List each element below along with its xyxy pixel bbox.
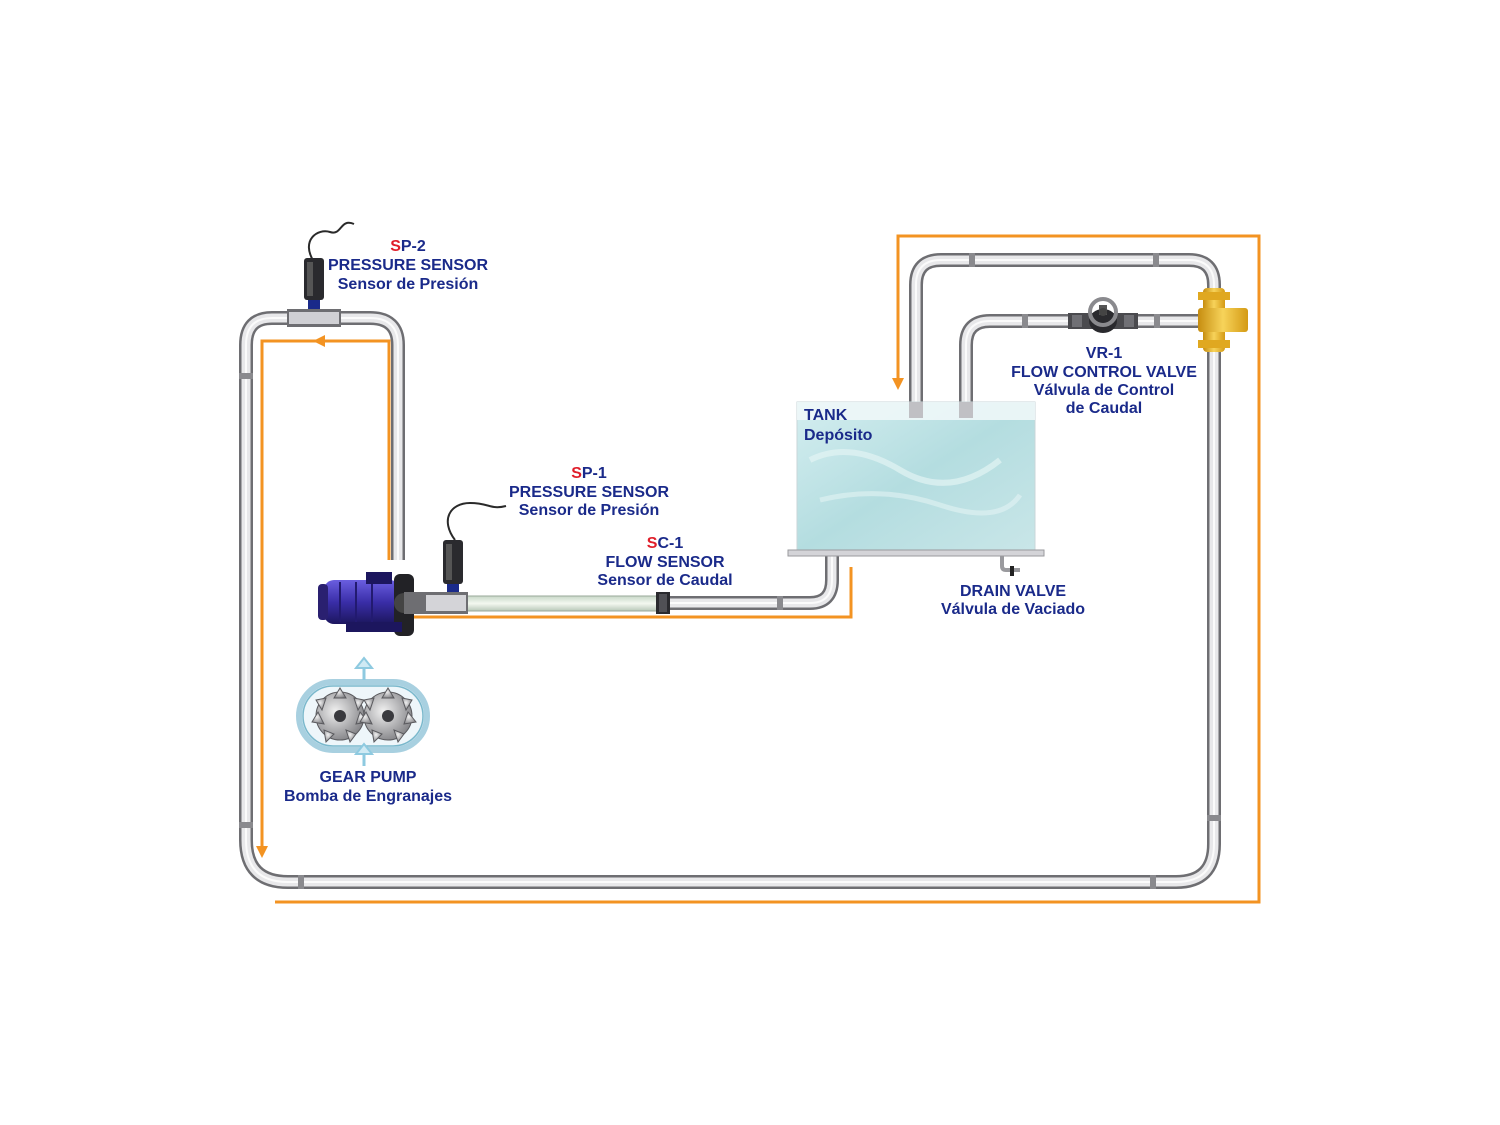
gear-pump-name-es: Bomba de Engranajes [284, 788, 452, 805]
svg-text:SC-1: SC-1 [647, 535, 684, 552]
pump-motor [318, 572, 426, 636]
label-sp1: SP-1 PRESSURE SENSOR Sensor de Presión [509, 465, 669, 519]
vr1-name-es-2: de Caudal [1066, 400, 1142, 417]
pressure-sensor-sp1 [420, 501, 507, 614]
gear-flow-arrows [353, 656, 375, 766]
sc1-prefix: S [647, 535, 658, 552]
label-sc1: SC-1 FLOW SENSOR Sensor de Caudal [597, 535, 732, 589]
label-vr1: VR-1 FLOW CONTROL VALVE Válvula de Contr… [1011, 345, 1197, 417]
sp2-name-es: Sensor de Presión [338, 276, 479, 293]
svg-text:SP-1: SP-1 [571, 465, 607, 482]
arrow-head-down-tank [892, 378, 904, 390]
yellow-tee-fitting [1198, 288, 1248, 352]
svg-text:SP-2: SP-2 [390, 238, 426, 255]
sp2-name: PRESSURE SENSOR [328, 257, 488, 274]
drain-name: DRAIN VALVE [960, 583, 1066, 600]
sp1-code: P-1 [582, 465, 607, 482]
flow-sensor-tube [463, 595, 661, 612]
flow-line-discharge [410, 567, 853, 619]
sp1-name: PRESSURE SENSOR [509, 484, 669, 501]
flow-control-valve-vr1 [1068, 297, 1138, 333]
flow-arrow-heads [256, 335, 904, 858]
arrow-head-down-left [256, 846, 268, 858]
sc1-name-es: Sensor de Caudal [597, 572, 732, 589]
label-sp2: SP-2 PRESSURE SENSOR Sensor de Presión [328, 238, 488, 293]
tank-name-es: Depósito [804, 427, 873, 444]
sp2-code: P-2 [401, 238, 426, 255]
sc1-name: FLOW SENSOR [605, 554, 725, 571]
flow-arrows [260, 234, 1261, 904]
pipe-left-loop [239, 311, 405, 560]
tank [787, 401, 1045, 557]
vr1-name-es-1: Válvula de Control [1034, 382, 1174, 399]
sc1-code: C-1 [657, 535, 683, 552]
tank-name: TANK [804, 407, 848, 424]
vr1-code: VR-1 [1086, 345, 1123, 362]
sp2-prefix: S [390, 238, 401, 255]
vr1-name: FLOW CONTROL VALVE [1011, 364, 1197, 381]
gear-pump-name: GEAR PUMP [320, 769, 417, 786]
flow-line-left [260, 339, 391, 848]
label-gear-pump: GEAR PUMP Bomba de Engranajes [284, 769, 452, 805]
label-drain: DRAIN VALVE Válvula de Vaciado [941, 583, 1085, 618]
drain-name-es: Válvula de Vaciado [941, 601, 1085, 618]
sp1-name-es: Sensor de Presión [519, 502, 660, 519]
arrow-head-left [313, 335, 325, 347]
pipe-couplings [239, 253, 1221, 889]
drain-valve-icon [1000, 556, 1020, 576]
sp1-prefix: S [571, 465, 582, 482]
gear-pump-illustration [296, 656, 430, 766]
label-tank: TANK Depósito [804, 407, 873, 444]
flow-line-return [275, 234, 1261, 904]
pressure-sensor-sp2 [287, 221, 355, 327]
